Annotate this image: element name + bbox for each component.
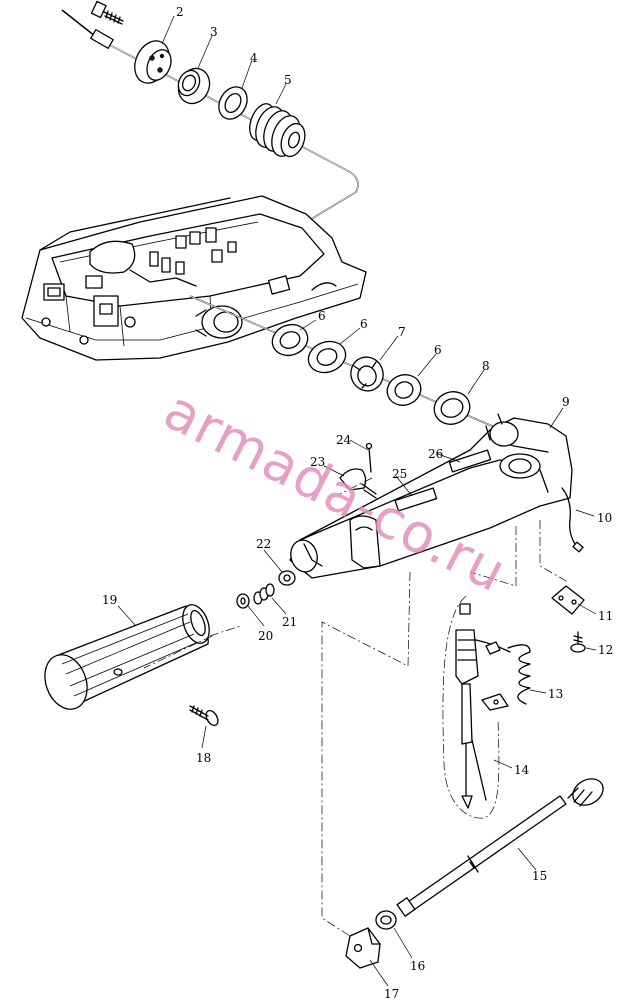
callout-6c: 6 <box>434 343 442 357</box>
washer-part-22 <box>278 570 296 586</box>
washer-part-20 <box>236 593 250 609</box>
grommet-part-2 <box>134 40 172 84</box>
lanyard-part-13 <box>475 639 531 711</box>
callout-20: 20 <box>258 629 273 643</box>
callout-14: 14 <box>514 763 530 777</box>
washer-part-4 <box>218 86 248 120</box>
leader-lines <box>117 15 597 987</box>
callout-12: 12 <box>598 643 613 657</box>
callout-5: 5 <box>284 73 292 87</box>
screw-part-12 <box>570 631 586 653</box>
callout-22: 22 <box>256 537 271 551</box>
callout-3: 3 <box>210 25 218 39</box>
corrugated-grommet-part-5 <box>249 103 306 158</box>
spring-part-21 <box>253 583 275 605</box>
callout-7: 7 <box>398 325 406 339</box>
pin-part-24 <box>365 442 373 473</box>
callout-26: 26 <box>428 447 443 461</box>
callout-11: 11 <box>598 609 613 623</box>
screw-part-18 <box>189 705 219 727</box>
callout-2: 2 <box>176 5 184 19</box>
callout-10: 10 <box>597 511 612 525</box>
washer-part-6a <box>271 323 309 357</box>
bracket-plate-part-11 <box>551 585 585 615</box>
friction-knob-part-23 <box>339 468 377 499</box>
sleeve-part-3 <box>177 67 211 105</box>
stop-switch-part-14 <box>455 603 487 809</box>
callout-18: 18 <box>196 751 211 765</box>
callout-numbers: 2 3 4 5 6 6 7 6 8 9 10 11 12 13 14 15 16… <box>102 5 613 1000</box>
throttle-cable <box>61 9 359 293</box>
housing-assembly <box>21 195 367 361</box>
callout-15: 15 <box>532 869 547 883</box>
callout-6a: 6 <box>318 309 326 323</box>
assembly-guide-lines <box>143 477 569 937</box>
washer-part-16 <box>375 910 397 930</box>
washer-part-6c <box>386 374 422 406</box>
shift-shaft-part-15 <box>396 778 604 917</box>
callout-4: 4 <box>250 51 258 65</box>
tiller-arm-part-9 <box>289 413 584 579</box>
callout-19: 19 <box>102 593 117 607</box>
callout-6b: 6 <box>360 317 368 331</box>
callout-9: 9 <box>562 395 570 409</box>
bolt-top <box>90 0 124 25</box>
split-bushing-part-7 <box>350 356 384 392</box>
washer-part-6b <box>307 340 347 374</box>
callout-21: 21 <box>282 615 297 629</box>
callout-8: 8 <box>482 359 490 373</box>
callout-23: 23 <box>310 455 325 469</box>
callout-25: 25 <box>392 467 407 481</box>
callout-16: 16 <box>410 959 425 973</box>
callout-24: 24 <box>336 433 352 447</box>
callout-17: 17 <box>384 987 399 1000</box>
shift-bracket-part-17 <box>345 927 381 969</box>
callout-13: 13 <box>548 687 563 701</box>
washer-part-8 <box>433 391 471 425</box>
tiller-grip-part-19 <box>44 604 210 710</box>
